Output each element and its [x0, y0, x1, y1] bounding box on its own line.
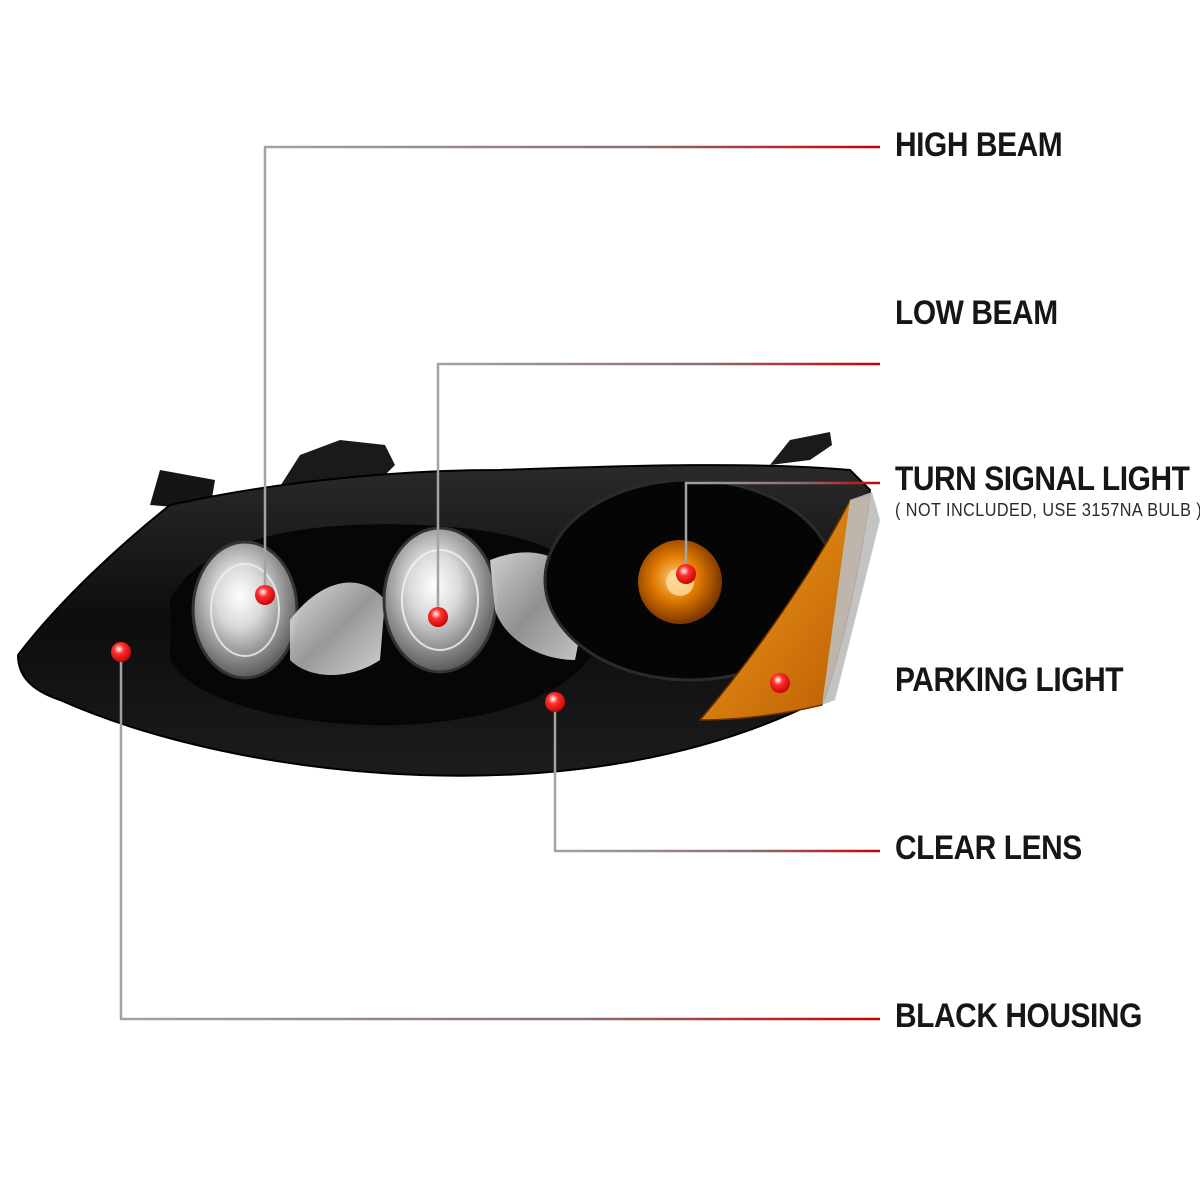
high-beam-label: HIGH BEAM [895, 126, 1063, 164]
turn-signal-marker-icon [676, 564, 696, 584]
low-beam-marker-icon [428, 607, 448, 627]
high-beam-leader [263, 145, 880, 595]
parking-light-marker-icon [770, 673, 790, 693]
clear-lens-leader [553, 702, 880, 853]
mounting-tab-right [770, 432, 832, 465]
turn-signal-note: ( NOT INCLUDED, USE 3157NA BULB ) [895, 500, 1200, 520]
parking-light-label: PARKING LIGHT [895, 661, 1124, 699]
black-housing-marker-icon [111, 642, 131, 662]
black-housing-leader [119, 652, 880, 1021]
clear-lens-marker-icon [545, 692, 565, 712]
clear-lens-label: CLEAR LENS [895, 829, 1082, 867]
high-beam-marker-icon [255, 585, 275, 605]
marker-dots [111, 564, 790, 712]
turn-signal-label: TURN SIGNAL LIGHT [895, 460, 1190, 498]
leader-lines [119, 145, 880, 1021]
high-beam-reflector [191, 540, 299, 680]
chrome-inner-detail [290, 582, 385, 675]
turn-signal-leader [684, 481, 880, 574]
low-beam-label: LOW BEAM [895, 294, 1058, 332]
low-beam-leader [436, 362, 880, 617]
black-housing-label: BLACK HOUSING [895, 997, 1142, 1035]
